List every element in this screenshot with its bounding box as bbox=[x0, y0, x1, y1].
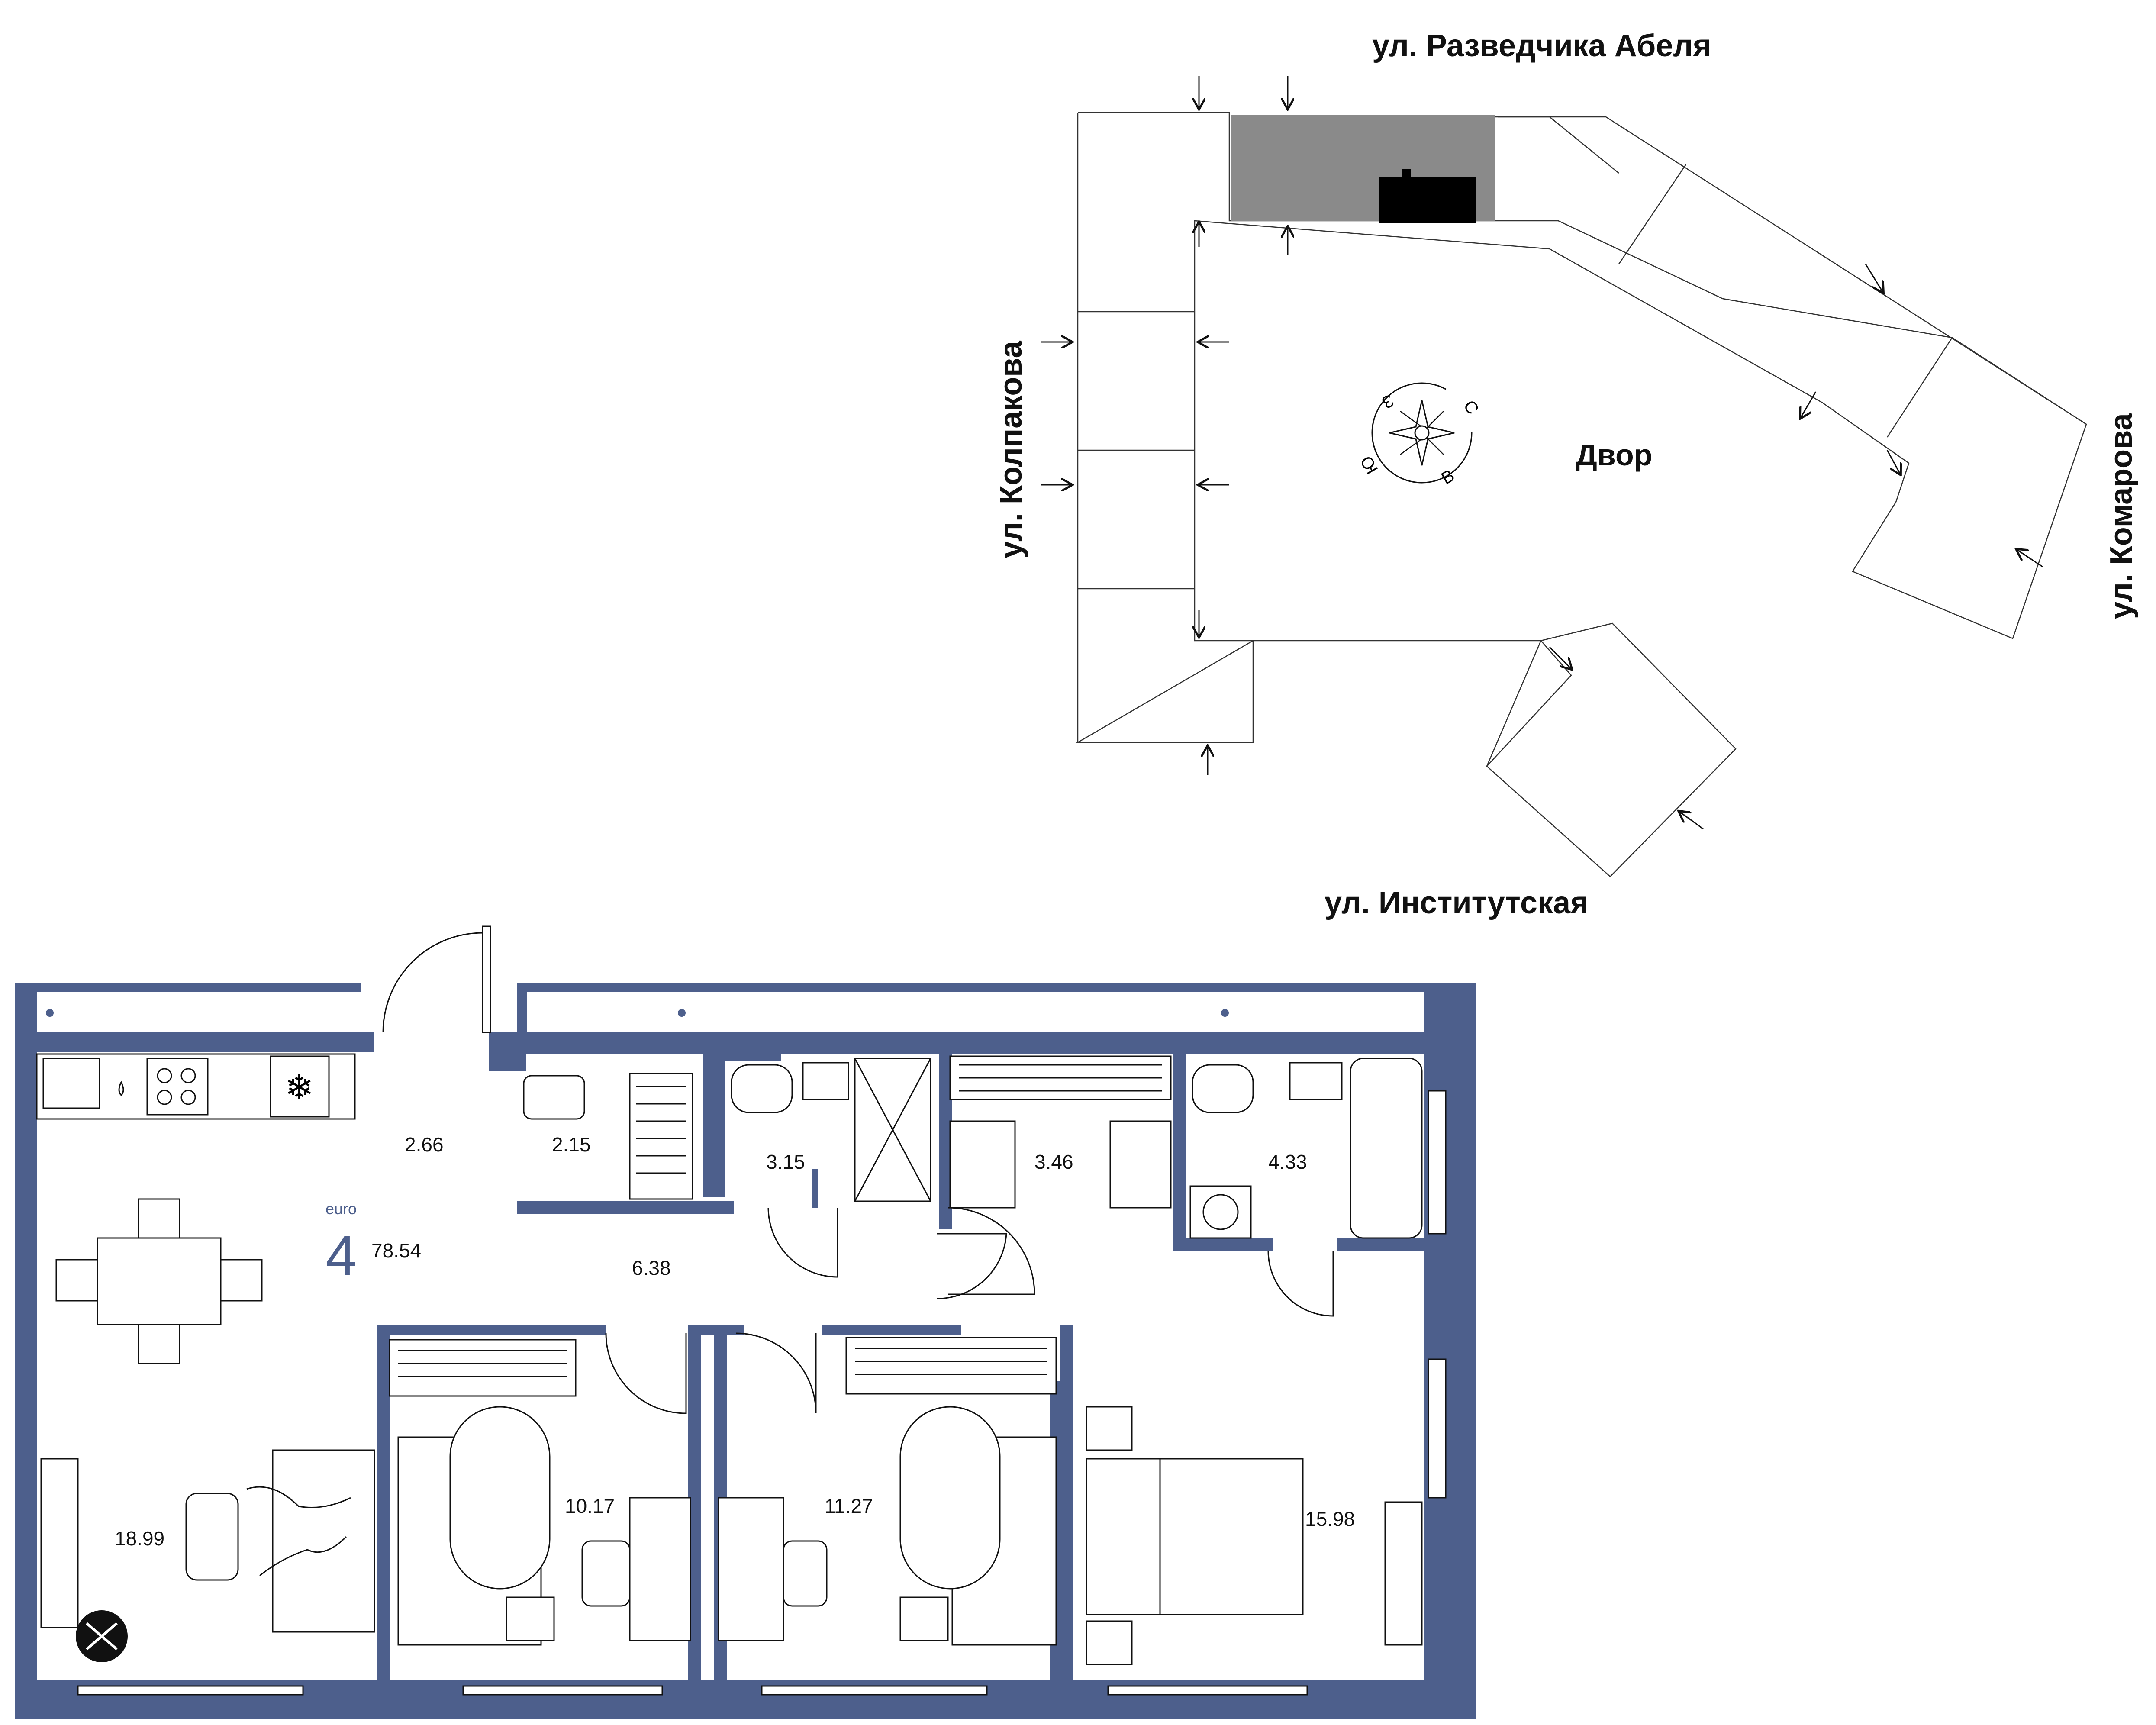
apartment-plan: ❄ bbox=[15, 925, 1476, 1719]
area-corridor: 6.38 bbox=[632, 1257, 671, 1279]
area-bath-small: 3.15 bbox=[766, 1151, 805, 1173]
kitchen-counter: ❄ bbox=[36, 1053, 356, 1120]
area-bedroom-1: 10.17 bbox=[565, 1495, 615, 1517]
street-north-label: ул. Разведчика Абеля bbox=[1372, 29, 1711, 63]
street-east-label: ул. Комарова bbox=[2104, 413, 2139, 619]
current-unit-marker bbox=[1379, 169, 1476, 223]
rooms-count: 4 bbox=[325, 1224, 357, 1287]
fridge-icon: ❄ bbox=[285, 1068, 314, 1107]
area-bedroom-2: 11.27 bbox=[825, 1495, 873, 1517]
area-bedroom-master: 15.98 bbox=[1305, 1508, 1355, 1530]
compass-east: В bbox=[1438, 466, 1458, 488]
area-hall: 2.66 bbox=[405, 1133, 444, 1156]
bathroom-small-fixtures bbox=[731, 1058, 931, 1202]
compass-west: З bbox=[1379, 390, 1397, 412]
bedroom-1-furniture bbox=[389, 1339, 691, 1646]
entrance-arrows bbox=[1041, 76, 2043, 830]
room-doors bbox=[605, 1207, 1334, 1414]
plant-icon bbox=[76, 1610, 128, 1662]
bedroom-master-furniture bbox=[1086, 1406, 1423, 1665]
apartment-summary: euro 4 78.54 bbox=[325, 1200, 421, 1287]
street-west-label: ул. Колпакова bbox=[994, 340, 1028, 558]
bedroom-2-furniture bbox=[718, 1337, 1057, 1646]
area-wardrobe: 2.15 bbox=[552, 1133, 591, 1156]
entry-door[interactable] bbox=[382, 925, 491, 1033]
building-outline bbox=[1076, 112, 2087, 877]
compass-north: С bbox=[1460, 397, 1482, 418]
compass-rose-icon: С В Ю З bbox=[1357, 382, 1482, 488]
courtyard-label: Двор bbox=[1576, 438, 1653, 472]
living-furniture bbox=[40, 1449, 375, 1662]
area-bath-large: 4.33 bbox=[1268, 1151, 1307, 1173]
area-laundry: 3.46 bbox=[1034, 1151, 1073, 1173]
dining-table bbox=[55, 1198, 263, 1364]
ceiling-lights bbox=[46, 1009, 1229, 1017]
laundry-fixtures bbox=[949, 1055, 1172, 1209]
bathroom-large-fixtures bbox=[1189, 1058, 1423, 1239]
wardrobe-furniture bbox=[523, 1073, 693, 1200]
apartment-class-label: euro bbox=[325, 1200, 357, 1218]
area-living-kitchen: 18.99 bbox=[115, 1527, 164, 1550]
street-south-label: ул. Институтская bbox=[1325, 886, 1589, 920]
total-area: 78.54 bbox=[371, 1239, 421, 1262]
windows bbox=[77, 1090, 1447, 1696]
site-plan: С В Ю З Двор ул. Разведчика Абеля ул. Ко… bbox=[994, 29, 2139, 920]
room-area-labels: 2.66 2.15 3.15 3.46 4.33 6.38 18.99 10.1… bbox=[115, 1133, 1355, 1550]
